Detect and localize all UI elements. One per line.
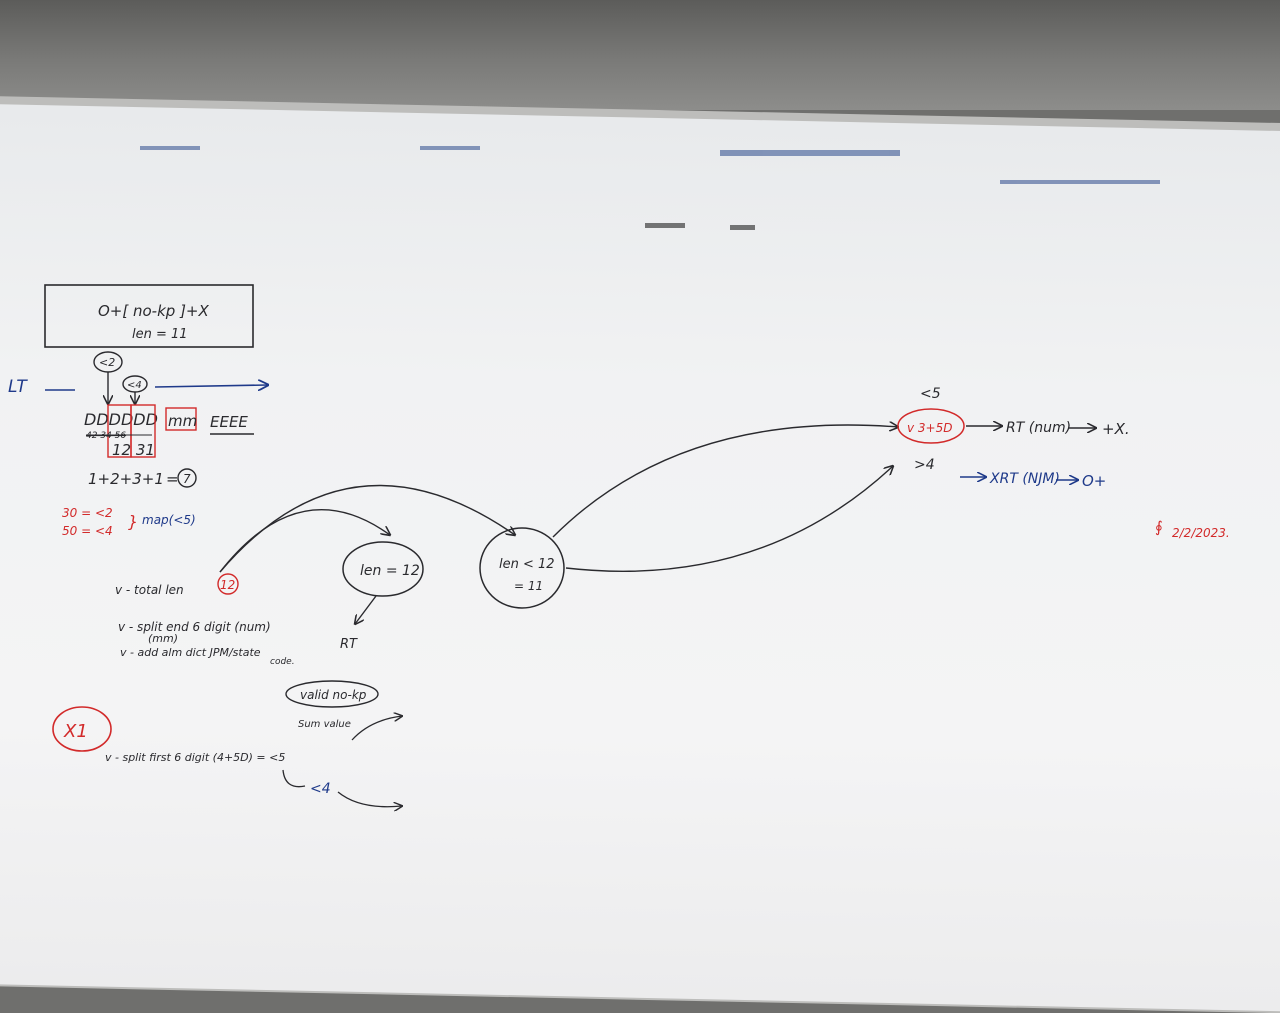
lt-label: LT <box>8 377 28 397</box>
sum-text: 1+2+3+1 <box>88 470 164 488</box>
split-first: v - split first 6 digit (4+5D) = <5 <box>105 751 285 764</box>
red-box-2 <box>130 404 156 458</box>
check315-circle <box>897 408 965 444</box>
sum-value-label: Sum value <box>298 719 351 730</box>
digits: DDDDDD <box>84 410 158 429</box>
arrow-lt4 <box>337 791 402 807</box>
check1-circle <box>217 573 239 595</box>
xrt-text: XRT (NJM) <box>989 471 1060 487</box>
arrow-to-len12 <box>219 509 390 573</box>
rt-under-len12: RT <box>340 637 358 652</box>
check-1: v - total len <box>115 583 184 597</box>
lenlt12-text: len < 12 <box>499 557 555 572</box>
check-2: v - split end 6 digit (num) <box>118 620 271 634</box>
valid-text: valid no-kp <box>300 688 367 702</box>
rule-2: 50 = <4 <box>62 524 113 538</box>
rule-1: 30 = <2 <box>62 506 113 520</box>
x1-circle <box>52 706 112 752</box>
crossed-values: 42 34 56 <box>86 431 126 441</box>
arrow-to-gt4 <box>565 466 893 573</box>
whiteboard-drawing: O+[ no-kp ]+X len = 11 LT <2 <4 DDDDDD 4… <box>8 146 1230 960</box>
check315-text: v 3+5D <box>907 421 952 435</box>
erased-marks <box>140 146 1160 230</box>
hook-lt4 <box>282 769 306 788</box>
formula-line2: len = 11 <box>132 327 188 342</box>
check-1-value: 12 <box>220 578 235 592</box>
lt-arrow <box>154 385 268 387</box>
lt4-bottom: <4 <box>310 781 331 797</box>
plus-x: +X. <box>1102 420 1130 438</box>
check-3-sub: code. <box>270 657 295 667</box>
arrow-sum-value <box>351 716 402 741</box>
x1-label: X1 <box>63 721 88 742</box>
map-label: map(<5) <box>142 513 196 527</box>
circle-lt2-text: <2 <box>99 356 115 369</box>
check-3: v - add alm dict JPM/state <box>120 646 261 659</box>
len12-circle <box>342 541 424 597</box>
gt4-text: >4 <box>914 457 935 473</box>
circle-lt4-text: <4 <box>127 380 142 391</box>
formula-line1: O+[ no-kp ]+X <box>98 302 209 320</box>
mm-box <box>165 407 197 431</box>
rule-bracket: } <box>128 512 138 531</box>
lenlt12-circle <box>479 527 565 609</box>
group-values: 12 31 <box>112 441 155 459</box>
date-text: 2/2/2023. <box>1172 526 1230 540</box>
signature-mark: ∮ <box>1155 518 1163 536</box>
len12-text: len = 12 <box>360 563 420 579</box>
eeee-text: EEEE <box>210 413 248 431</box>
eq11-text: = 11 <box>514 579 543 593</box>
check-2-sub: (mm) <box>148 632 178 645</box>
sum-result: 7 <box>183 472 191 486</box>
valid-ellipse <box>285 680 379 708</box>
mm-text: mm <box>168 412 197 430</box>
formula-box: O+[ no-kp ]+X len = 11 <box>44 284 254 348</box>
rt-num: RT (num) <box>1006 420 1071 436</box>
arrow-to-lenlt12 <box>219 484 515 573</box>
sum-result-circle <box>177 468 197 488</box>
background-wall <box>0 0 1280 110</box>
o-plus: O+ <box>1082 472 1106 490</box>
sum-equals: = <box>166 470 179 488</box>
arrow-to-rt <box>355 595 377 624</box>
arrow-to-check315 <box>552 425 898 538</box>
lt5-top: <5 <box>920 386 941 402</box>
